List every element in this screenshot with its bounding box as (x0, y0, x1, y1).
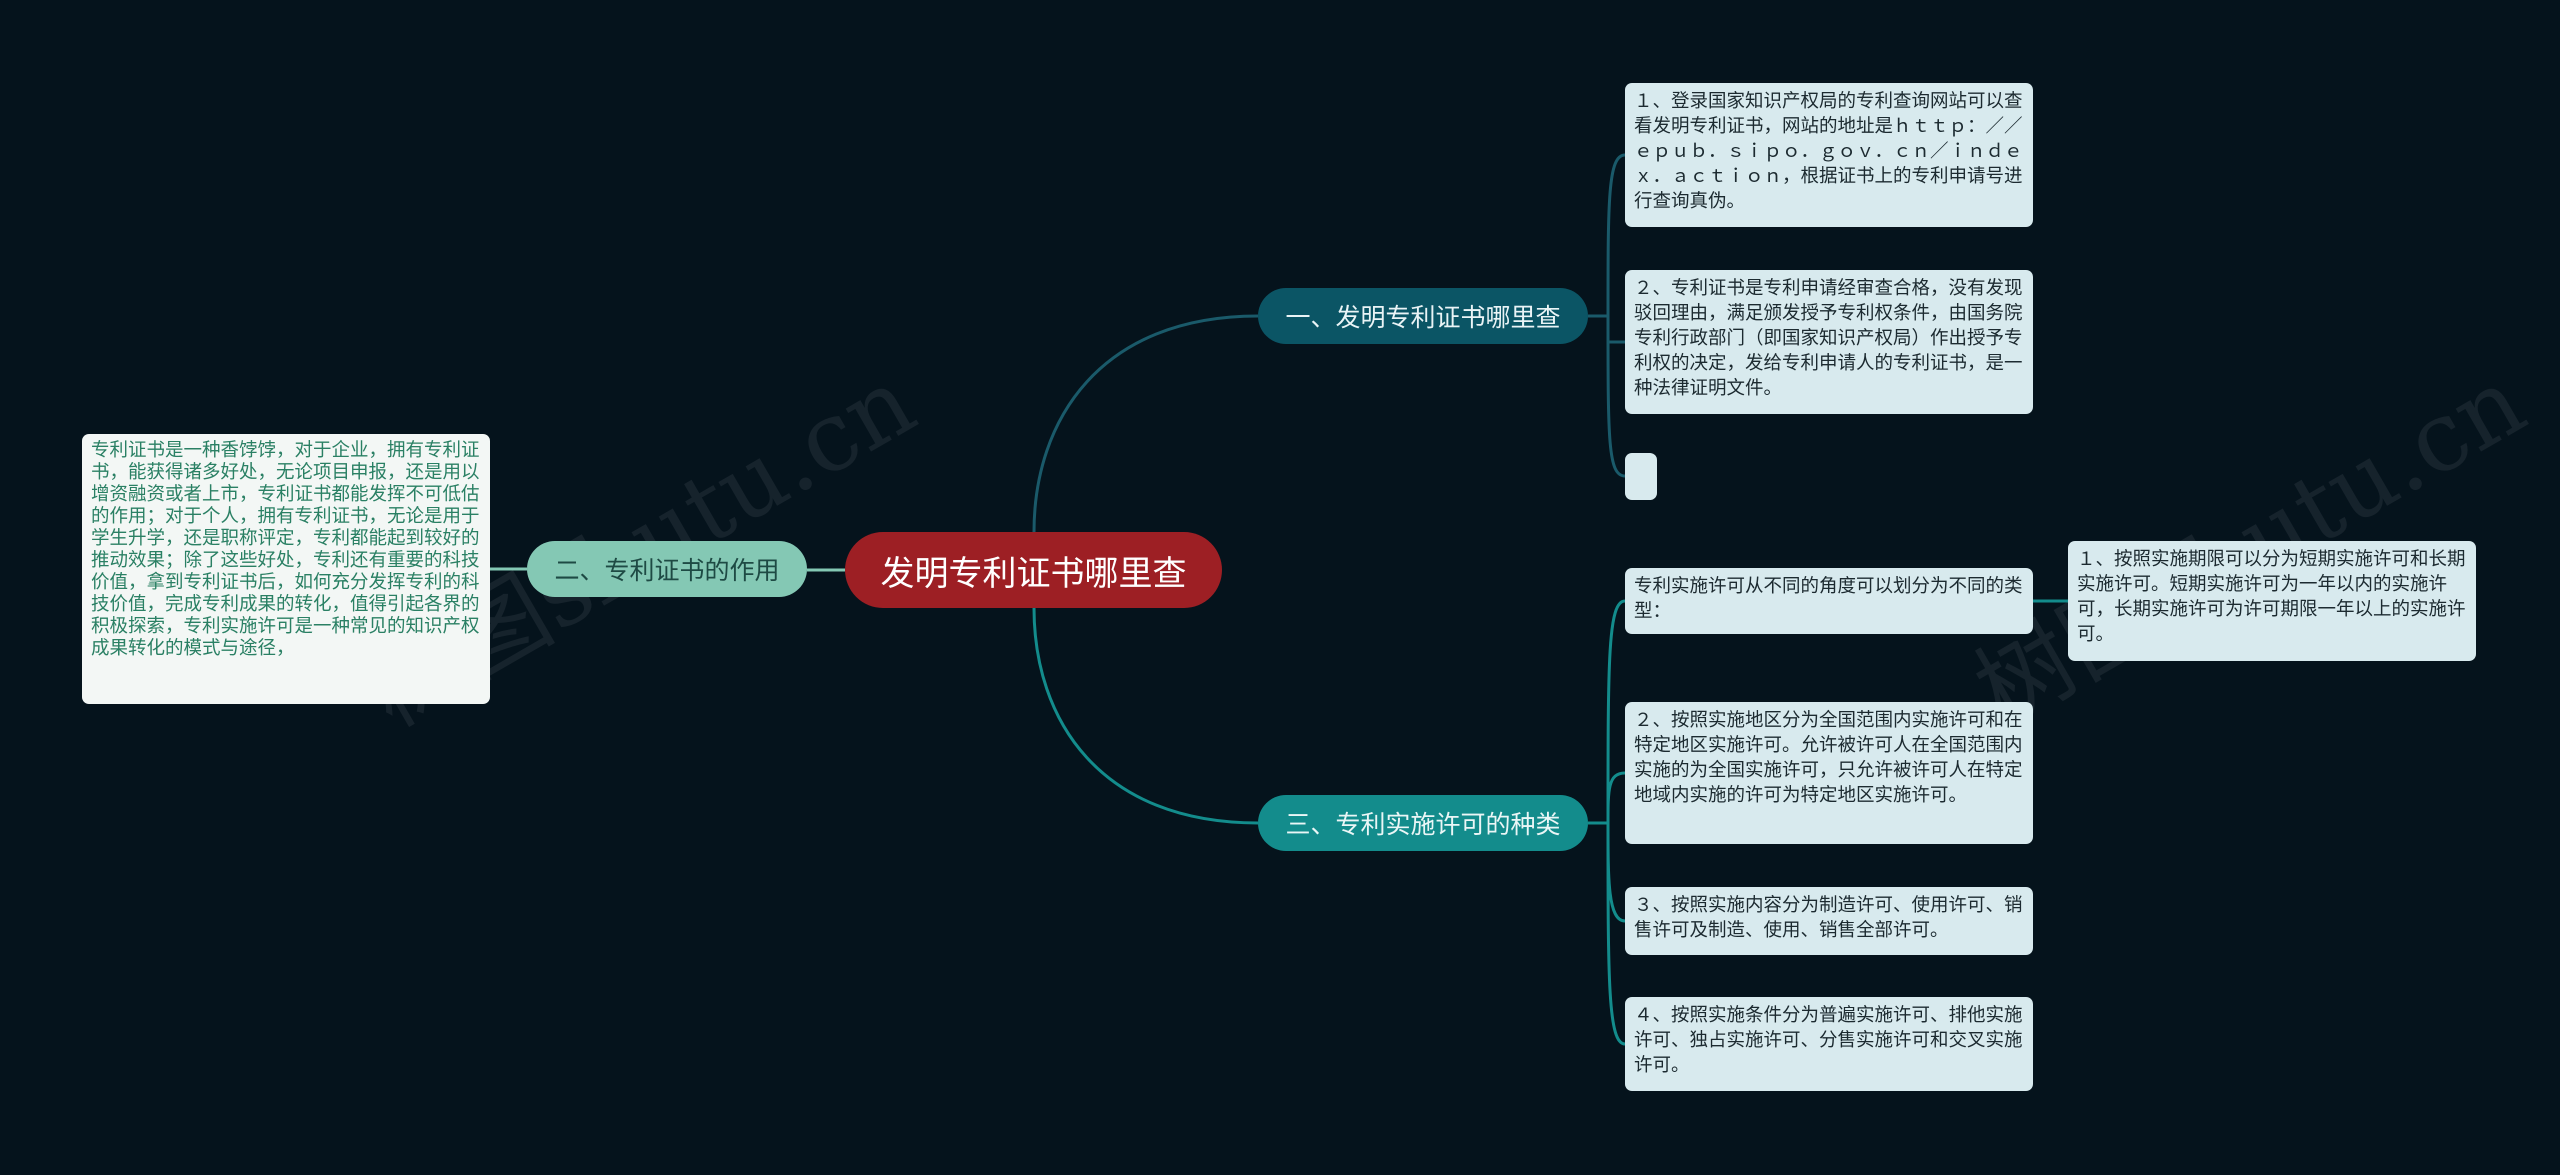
edge-b3-l4 (1606, 822, 1626, 1046)
edge-b1-l2 (1606, 316, 1625, 344)
leaf-node[interactable]: １、登录国家知识产权局的专利查询网站可以查看发明专利证书，网站的地址是ｈｔｔｐ：… (1625, 83, 2033, 227)
empty-leaf-node[interactable] (1625, 453, 1657, 500)
leaf-node[interactable]: ２、专利证书是专利申请经审查合格，没有发现驳回理由，满足颁发授予专利权条件，由国… (1625, 270, 2033, 414)
edge-root-b3 (1032, 607, 1259, 825)
root-node[interactable]: 发明专利证书哪里查 (845, 532, 1222, 608)
edge-b3-l3 (1606, 822, 1626, 923)
edge-b3-l1 (1606, 599, 1626, 824)
leaf-node[interactable]: 专利证书是一种香饽饽，对于企业，拥有专利证书，能获得诸多好处，无论项目申报，还是… (82, 434, 490, 704)
edge-b3-l2 (1606, 771, 1626, 824)
edge-root-b1 (1032, 314, 1259, 533)
leaf-node[interactable]: ４、按照实施条件分为普遍实施许可、排他实施许可、独占实施许可、分售实施许可和交叉… (1625, 997, 2033, 1091)
leaf-node[interactable]: １、按照实施期限可以分为短期实施许可和长期实施许可。短期实施许可为一年以内的实施… (2068, 541, 2476, 661)
branch-node-1[interactable]: 一、发明专利证书哪里查 (1258, 288, 1588, 344)
leaf-node[interactable]: ３、按照实施内容分为制造许可、使用许可、销售许可及制造、使用、销售全部许可。 (1625, 887, 2033, 955)
branch-node-2[interactable]: 二、专利证书的作用 (527, 541, 807, 597)
edge-b1-l1 (1606, 153, 1626, 317)
leaf-node[interactable]: 专利实施许可从不同的角度可以划分为不同的类型： (1625, 568, 2033, 634)
leaf-node[interactable]: ２、按照实施地区分为全国范围内实施许可和在特定地区实施许可。允许被许可人在全国范… (1625, 702, 2033, 844)
edge-b1-l3 (1606, 315, 1626, 478)
branch-node-3[interactable]: 三、专利实施许可的种类 (1258, 795, 1588, 851)
